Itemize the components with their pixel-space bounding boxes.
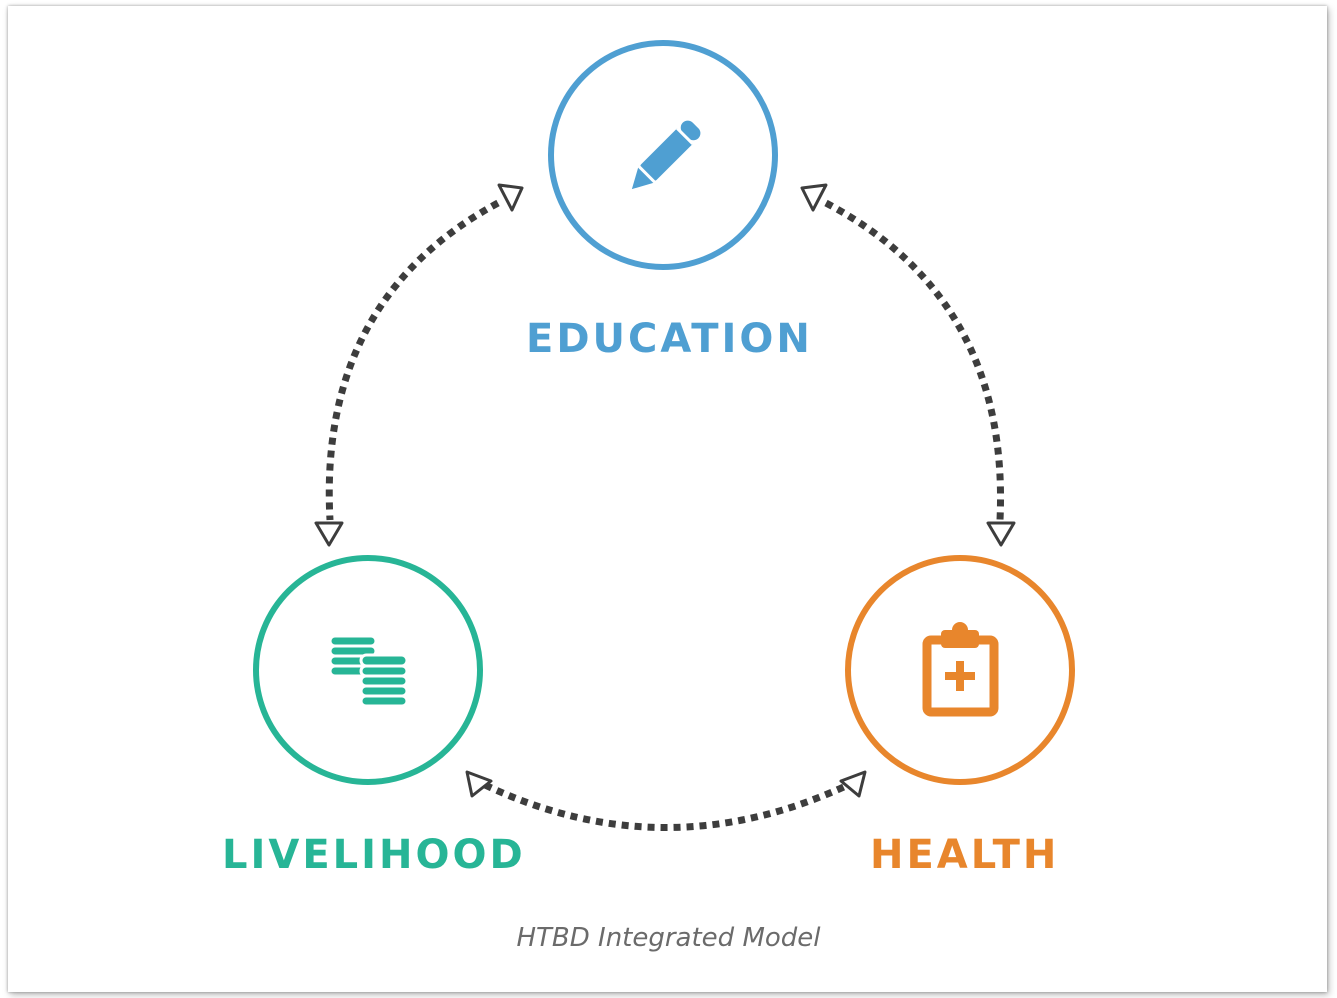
health-label: HEALTH: [870, 832, 1060, 878]
health-circle: [845, 555, 1075, 785]
health-node: [845, 555, 1075, 785]
connector-education-livelihood: [325, 199, 500, 521]
pencil-icon: [631, 120, 701, 190]
education-node: [548, 40, 778, 270]
livelihood-node: [253, 555, 483, 785]
livelihood-circle: [253, 555, 483, 785]
figure-caption: HTBD Integrated Model: [516, 923, 821, 953]
education-circle: [548, 40, 778, 270]
arrowhead-to-education-right: [800, 183, 828, 212]
livelihood-label: LIVELIHOOD: [222, 832, 526, 878]
connector-livelihood-health: [483, 781, 850, 831]
arrowhead-to-education-left: [497, 183, 524, 212]
arrowhead-to-health-top: [986, 521, 1016, 547]
coins-icon: [328, 634, 409, 708]
arrowhead-to-livelihood-top: [314, 521, 344, 547]
education-label: EDUCATION: [526, 316, 813, 362]
arrowhead-to-livelihood-bottom: [465, 770, 493, 798]
arrowhead-to-health-bottom: [839, 770, 867, 798]
connector-education-health: [824, 199, 1005, 521]
clipboard-medical-icon: [922, 622, 999, 717]
